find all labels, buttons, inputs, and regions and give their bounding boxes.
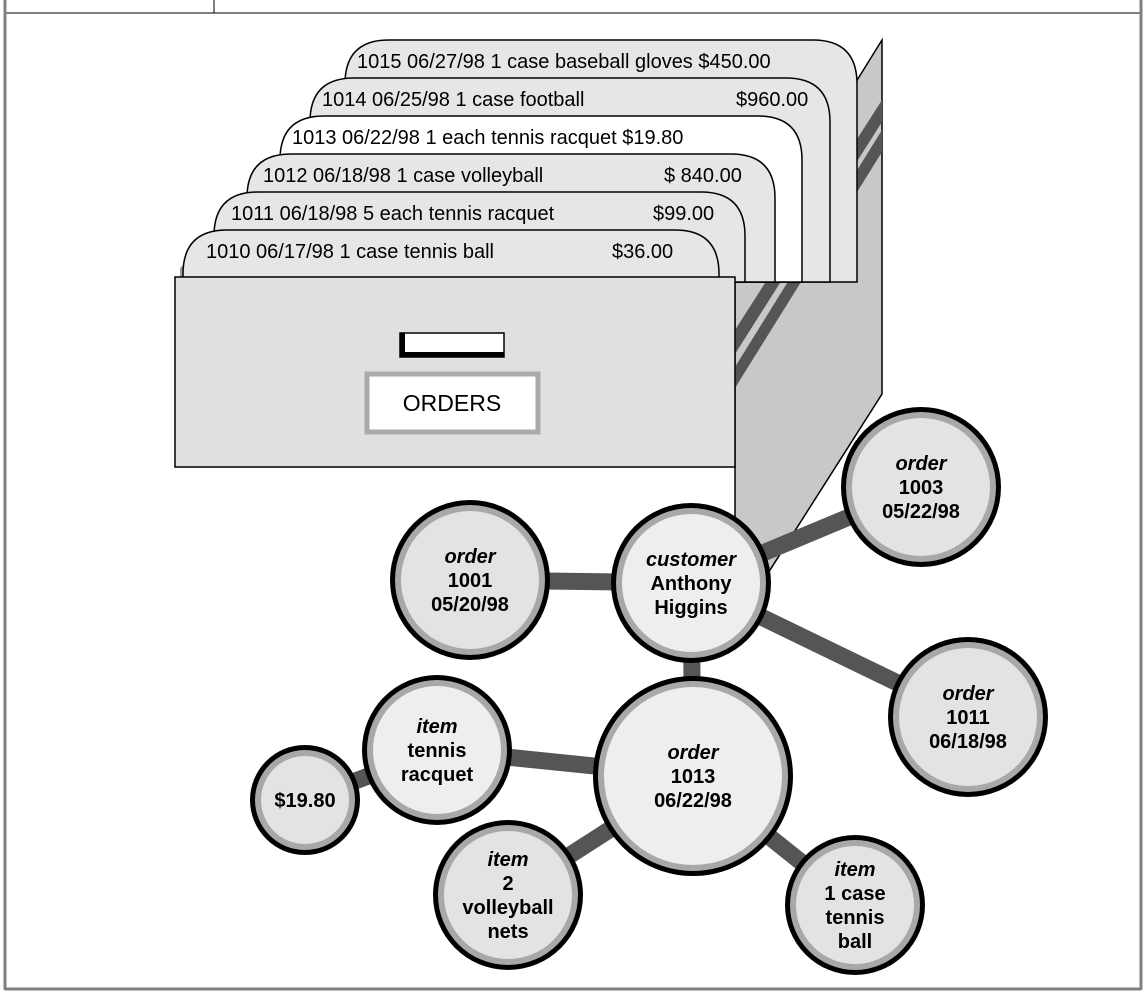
- node-type-label: customer: [646, 549, 737, 571]
- node-value-label: tennis: [826, 907, 885, 929]
- node-value-label: 1001: [448, 570, 493, 592]
- node-value-label: nets: [487, 921, 528, 943]
- node-value-label: ball: [838, 931, 872, 953]
- node-value-label: 06/18/98: [929, 731, 1007, 753]
- node-value-label: 1 case: [824, 883, 885, 905]
- graph-nodes: customerAnthonyHigginsorder100105/20/98o…: [250, 407, 1048, 975]
- index-card: 1010 06/17/98 1 case tennis ball $36.00: [182, 229, 720, 283]
- card-text: 1013 06/22/98 1 each tennis racquet $19.…: [292, 127, 683, 149]
- card-text: 1010 06/17/98 1 case tennis ball: [206, 241, 494, 263]
- card-text: 1011 06/18/98 5 each tennis racquet: [231, 203, 555, 225]
- edge-customer-order-1011: [745, 604, 918, 697]
- card-price: $99.00: [653, 203, 714, 225]
- node-fill: [604, 687, 782, 865]
- node-value-label: 1011: [946, 707, 989, 729]
- node-fill: [622, 514, 760, 652]
- node-value-label: 06/22/98: [654, 790, 732, 812]
- card-shape: [182, 229, 720, 283]
- drawer-label-frame: [364, 371, 541, 435]
- node-type-label: order: [667, 742, 719, 764]
- card-text: 1012 06/18/98 1 case volleyball: [263, 165, 543, 187]
- node-value-label: 05/22/98: [882, 501, 960, 523]
- edge-customer-order-1003: [747, 503, 869, 565]
- card-text: 1015 06/27/98 1 case baseball gloves $45…: [357, 51, 771, 73]
- node-fill: [796, 846, 914, 964]
- node-type-label: item: [487, 849, 528, 871]
- index-cards: 1015 06/27/98 1 case baseball gloves $45…: [182, 39, 858, 283]
- card-text: 1014 06/25/98 1 case football: [322, 89, 584, 111]
- node-value-label: Anthony: [650, 573, 732, 595]
- node-type-label: item: [416, 716, 457, 738]
- node-value-label: tennis: [408, 740, 467, 762]
- edge-order-1013-item-tennis-racquet: [489, 747, 612, 776]
- card-price: $ 840.00: [664, 165, 742, 187]
- drawer-handle: [399, 332, 505, 358]
- relationship-graph: customerAnthonyHigginsorder100105/20/98o…: [250, 407, 1048, 975]
- node-fill: [899, 648, 1037, 786]
- node-value-label: 1013: [671, 766, 716, 788]
- drawer-label: ORDERS: [403, 390, 501, 416]
- node-value-label: volleyball: [462, 897, 553, 919]
- node-type-label: order: [895, 453, 947, 475]
- node-value-label: 2: [502, 873, 513, 895]
- node-type-label: order: [942, 683, 994, 705]
- node-fill: [444, 831, 572, 959]
- node-fill: [852, 418, 990, 556]
- frame: [3, 0, 1143, 991]
- card-price: $960.00: [736, 89, 808, 111]
- node-fill: [373, 686, 501, 814]
- node-type-label: item: [834, 859, 875, 881]
- edge-customer-order-1001: [527, 572, 630, 591]
- node-type-label: order: [444, 546, 496, 568]
- node-value-label: 05/20/98: [431, 594, 509, 616]
- card-file-drawer: 1015 06/27/98 1 case baseball gloves $45…: [174, 37, 883, 628]
- node-fill: [261, 756, 349, 844]
- node-value-label: 1003: [899, 477, 944, 499]
- card-price: $36.00: [612, 241, 673, 263]
- node-price: $19.80: [250, 745, 360, 855]
- node-value-label: racquet: [401, 764, 474, 786]
- node-value-label: $19.80: [274, 790, 335, 812]
- node-fill: [401, 511, 539, 649]
- node-value-label: Higgins: [654, 597, 727, 619]
